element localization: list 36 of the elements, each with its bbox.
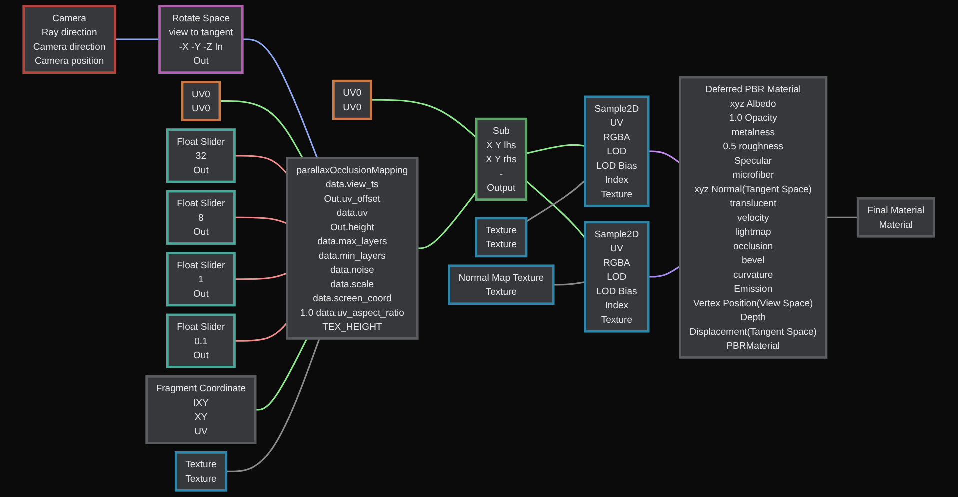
connector [554, 281, 586, 286]
node-box: Float Slider 1 Out [166, 252, 236, 307]
connector [234, 272, 288, 280]
node-box: Deferred PBR Material xyz Albedo 1.0 Opacity metalness 0.5 roughness Specular microfiber xyz Normal(Tangent Space) translucent velocity lightmap occlusion bevel curvature Emission Vertex Position(View Space) Depth Displacement(Tangent Space) PBRMaterial [679, 76, 828, 359]
connector [226, 338, 320, 472]
node-box: Sub X Y lhs X Y rhs - Output [475, 118, 528, 202]
connector [526, 180, 586, 239]
connector [648, 150, 681, 164]
node-box: parallaxOcclusionMapping data.view_ts Out.uv_offset data.uv Out.height data.max_layers data.min_layers data.noise data.scale data.screen_coord 1.0 data.uv_aspect_ratio TEX_HEIGHT [286, 157, 419, 340]
node-box: Float Slider 8 Out [166, 190, 236, 245]
connector [234, 216, 288, 224]
connector [242, 38, 318, 159]
node-box: UV0 UV0 [332, 80, 372, 120]
node-box: Float Slider 0.1 Out [166, 314, 236, 368]
connector [648, 266, 681, 278]
connector [115, 38, 160, 40]
connector [418, 192, 478, 250]
connector [256, 338, 308, 411]
connector [526, 180, 586, 222]
connector [526, 144, 586, 154]
node-box: Texture Texture [475, 217, 528, 258]
connector [234, 322, 288, 342]
node-box: Sample2D UV RGBA LOD LOD Bias Index Texture [584, 221, 650, 333]
node-box: Sample2D UV RGBA LOD LOD Bias Index Texture [584, 96, 650, 208]
node-box: Texture Texture [174, 452, 228, 492]
node-box: Normal Map Texture Texture [448, 264, 555, 306]
node-box: UV0 UV0 [181, 81, 222, 122]
connector [826, 216, 858, 218]
connector [371, 99, 478, 138]
connector [220, 100, 304, 159]
node-box: Rotate Space view to tangent -X -Y -Z In Out [158, 5, 244, 74]
node-box: Final Material Material [856, 197, 936, 238]
node-box: Camera Ray direction Camera direction Camera position [22, 5, 116, 74]
node-box: Fragment Coordinate IXY XY UV [146, 376, 257, 444]
node-box: Float Slider 32 Out [166, 128, 236, 184]
connector [234, 155, 288, 175]
